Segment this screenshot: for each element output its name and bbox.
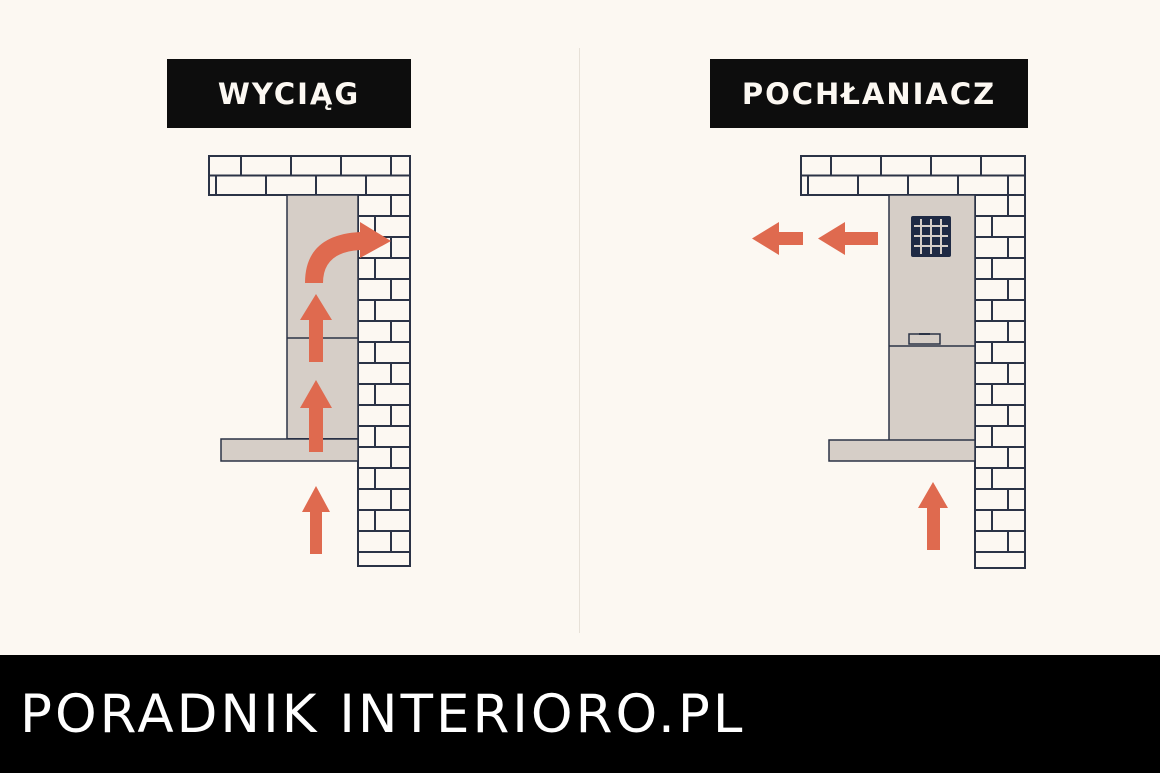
- recirculation-hood-diagram: [752, 155, 1026, 569]
- hood-latch: [908, 333, 941, 345]
- arrow-left-icon: [752, 222, 803, 255]
- ceiling-bricks-right: [800, 155, 1026, 196]
- label-wyciag-text: WYCIĄG: [217, 76, 361, 111]
- ceiling-bricks-left: [208, 155, 411, 196]
- label-pochlaniacz-text: POCHŁANIACZ: [741, 76, 997, 111]
- vent-grille-icon: [911, 216, 951, 257]
- panel-divider: [579, 48, 580, 633]
- hood-shelf-right: [828, 439, 976, 462]
- footer-banner: PORADNIK INTERIORO.PL: [0, 655, 1160, 773]
- footer-text: PORADNIK INTERIORO.PL: [20, 683, 746, 745]
- arrow-up-icon: [300, 380, 332, 452]
- label-pochlaniacz: POCHŁANIACZ: [710, 59, 1028, 128]
- arrow-left-icon: [818, 222, 878, 255]
- hood-diagram: [208, 155, 1026, 569]
- arrow-up-icon: [302, 486, 330, 554]
- curved-arrow-icon: [305, 222, 391, 283]
- arrow-up-icon: [918, 482, 948, 550]
- wall-bricks-right: [974, 194, 1026, 569]
- airflow-arrows-left: [300, 222, 391, 554]
- airflow-arrows-right: [752, 222, 948, 550]
- arrow-up-icon: [300, 294, 332, 362]
- label-wyciag: WYCIĄG: [167, 59, 411, 128]
- hood-shelf-left: [220, 438, 359, 462]
- extraction-hood-diagram: [208, 155, 411, 567]
